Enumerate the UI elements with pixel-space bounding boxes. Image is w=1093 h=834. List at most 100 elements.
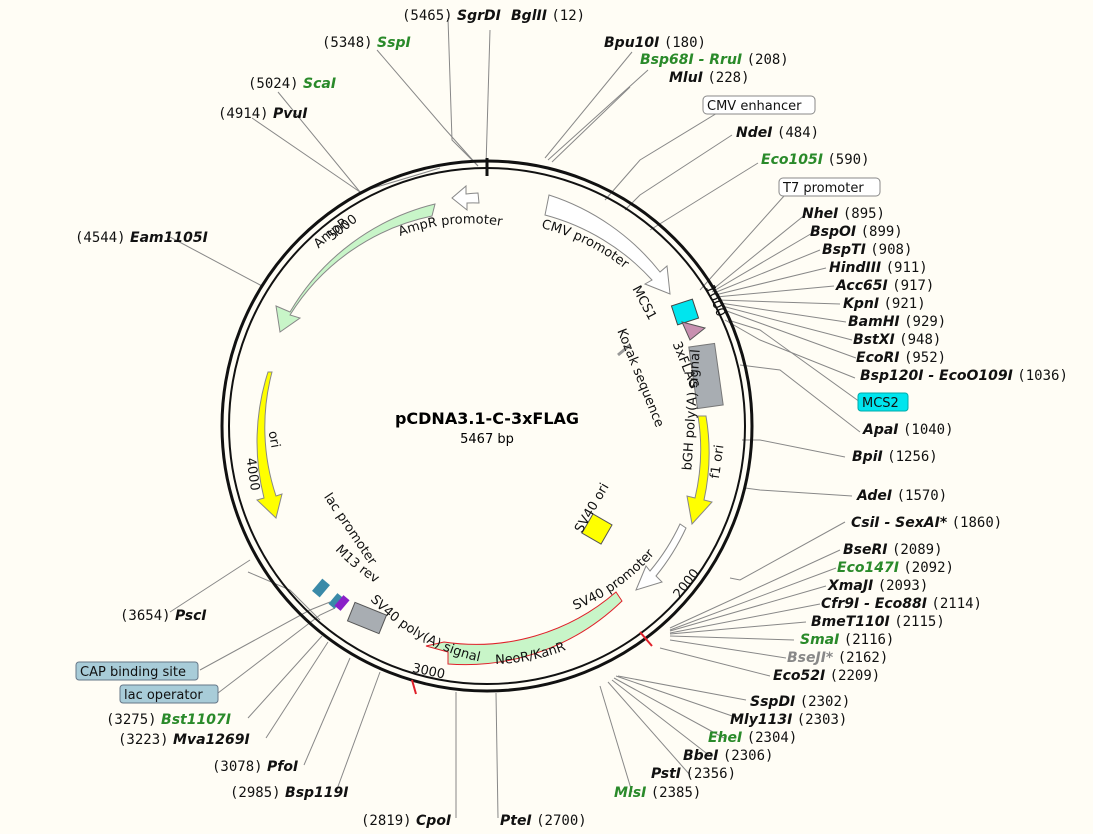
site-label: (3275) Bst1107I [106, 712, 231, 728]
site-label: EcoRI (952) [856, 350, 946, 366]
site-name: KpnI [843, 296, 879, 312]
site-name: NheI [802, 206, 838, 222]
label-f1-ori: f1 ori [708, 444, 728, 480]
sv40-polya-box [346, 601, 388, 635]
site-label: SspDI (2302) [750, 694, 850, 710]
boxed-mcs2: MCS2 [857, 392, 909, 412]
site-position: (2303) [797, 712, 848, 728]
site-label: BspTI (908) [822, 242, 912, 258]
site-name: BglII [511, 8, 547, 24]
site-position: (208) [747, 52, 789, 68]
site-position: (1036) [1017, 368, 1068, 384]
site-name: BspTI [822, 242, 866, 258]
site-label: SmaI (2116) [800, 632, 894, 648]
site-label: Bsp68I - RruI (208) [640, 52, 789, 68]
site-label: Bsp120I - EcoO109I (1036) [860, 368, 1068, 384]
site-position: (590) [827, 152, 869, 168]
site-position: (1860) [952, 515, 1003, 531]
site-name: PstI [651, 766, 681, 782]
site-position: (2093) [878, 578, 929, 594]
site-name: NdeI [736, 125, 772, 141]
site-label: Mly113I (2303) [730, 712, 847, 728]
lac-operator-label: lac operator [124, 688, 203, 703]
lac-prom-box [334, 595, 350, 611]
site-position: (2116) [844, 632, 895, 648]
site-position: (2162) [838, 650, 889, 666]
site-label: (5024) ScaI [248, 76, 336, 92]
flag-marker [681, 321, 707, 341]
site-position: (895) [843, 206, 885, 222]
site-position: (921) [884, 296, 926, 312]
site-name: EheI [708, 730, 742, 746]
site-name: Bst1107I [161, 712, 231, 728]
site-position: (228) [707, 70, 749, 86]
site-label: (3078) PfoI [212, 759, 298, 775]
site-position: (929) [904, 314, 946, 330]
site-position: (2114) [931, 596, 982, 612]
site-position: (5465) [402, 8, 453, 24]
site-position: (2700) [536, 813, 587, 829]
site-label: PstI (2356) [651, 766, 736, 782]
site-position: (2302) [800, 694, 851, 710]
site-label: BstXI (948) [853, 332, 941, 348]
sv40-promoter-arrow [635, 523, 687, 591]
cmv-promoter-arrow [544, 194, 671, 295]
site-position: (911) [886, 260, 928, 276]
boxed-cap-binding: CAP binding site [75, 661, 199, 681]
site-label: BspOI (899) [810, 224, 903, 240]
site-label: PteI (2700) [500, 813, 587, 829]
site-position: (2092) [903, 560, 954, 576]
site-name: MluI [669, 70, 703, 86]
site-name: BamHI [848, 314, 900, 330]
ori-arrow [256, 371, 283, 519]
site-label: Eco147I (2092) [837, 560, 954, 576]
site-label: HindIII (911) [829, 260, 928, 276]
site-name: ApaI [862, 422, 899, 438]
site-position: (952) [904, 350, 946, 366]
site-label: AdeI (1570) [856, 488, 947, 504]
label-kozak: Kozak sequence [613, 327, 666, 430]
boxed-t7-promoter: T7 promoter [778, 177, 881, 197]
site-position: (2306) [723, 748, 774, 764]
site-name: BseRI [843, 542, 888, 558]
site-position: (899) [861, 224, 903, 240]
site-name: BbeI [683, 748, 718, 764]
t7-promoter-label: T7 promoter [782, 181, 864, 196]
site-name: PscI [175, 608, 207, 624]
site-name: CpoI [416, 813, 451, 829]
site-position: (5024) [248, 76, 299, 92]
site-position: (2115) [894, 614, 945, 630]
red-mark-1 [639, 631, 653, 647]
leader-lines [169, 17, 861, 819]
site-label: Cfr9I - Eco88I (2114) [821, 596, 982, 612]
site-name: SspI [377, 35, 411, 51]
site-position: (1570) [897, 488, 948, 504]
site-position: (2356) [685, 766, 736, 782]
site-label: (2985) Bsp119I [230, 785, 349, 801]
site-label: CsiI - SexAI* (1860) [851, 515, 1002, 531]
site-position: (2089) [892, 542, 943, 558]
bgh-box [688, 342, 724, 410]
boxed-lac-operator: lac operator [119, 684, 219, 704]
site-name: SmaI [800, 632, 839, 648]
site-label: (5465) SgrDI [402, 8, 501, 24]
site-name: Bpu10I [604, 35, 659, 51]
site-name: Eco105I [761, 152, 823, 168]
site-label: Bpu10I (180) [604, 35, 706, 51]
site-name: Mly113I [730, 712, 792, 728]
site-position: (2209) [830, 668, 881, 684]
site-position: (2304) [747, 730, 798, 746]
site-position: (5348) [322, 35, 373, 51]
site-label: MlsI (2385) [614, 785, 701, 801]
plasmid-length: 5467 bp [460, 432, 514, 447]
site-position: (1040) [903, 422, 954, 438]
site-name: Bsp68I - RruI [640, 52, 742, 68]
site-name: PvuI [273, 106, 308, 122]
site-label: Eco52I (2209) [773, 668, 880, 684]
site-position: (3078) [212, 759, 263, 775]
lac-op-box [328, 593, 344, 609]
site-name: Bsp119I [285, 785, 348, 801]
site-name: BstXI [853, 332, 895, 348]
site-name: HindIII [829, 260, 881, 276]
